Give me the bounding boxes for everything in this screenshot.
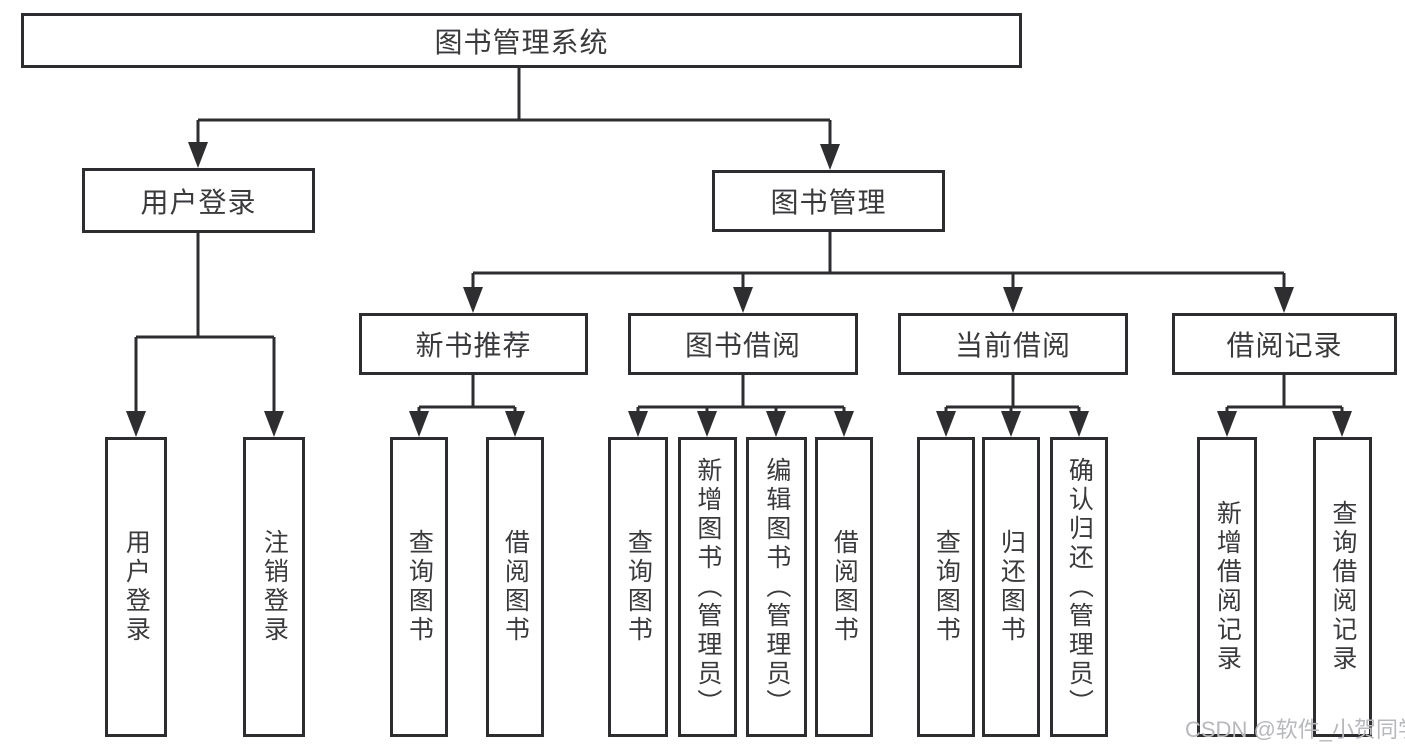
node-root: 图书管理系统 [21, 13, 1022, 68]
leaf-add-borrow-record-label: 新增借阅记录 [1213, 500, 1242, 674]
leaf-recommend-borrow-books-label: 借阅图书 [501, 529, 530, 645]
leaf-current-query-books-label: 查询图书 [932, 529, 961, 645]
leaf-return-books-label: 归还图书 [997, 529, 1026, 645]
leaf-edit-books-admin-label: 编辑图书（管理员） [762, 456, 791, 718]
leaf-user-login: 用户登录 [105, 437, 167, 737]
leaf-return-books: 归还图书 [982, 437, 1040, 737]
leaf-borrow-query-books-label: 查询图书 [624, 529, 653, 645]
leaf-borrow-query-books: 查询图书 [608, 437, 668, 737]
node-user-login-label: 用户登录 [140, 186, 257, 218]
leaf-recommend-query-books: 查询图书 [390, 437, 448, 737]
leaf-borrow-books: 借阅图书 [815, 437, 873, 737]
leaf-query-borrow-record: 查询借阅记录 [1313, 437, 1372, 737]
leaf-confirm-return-admin-label: 确认归还（管理员） [1065, 456, 1094, 718]
node-new-book-recommend: 新书推荐 [359, 313, 588, 375]
watermark: CSDN @软件_小贺同学 [1185, 717, 1405, 742]
node-current-borrow-label: 当前借阅 [954, 330, 1071, 361]
leaf-current-query-books: 查询图书 [917, 437, 975, 737]
leaf-edit-books-admin: 编辑图书（管理员） [746, 437, 807, 737]
leaf-logout-label: 注销登录 [260, 529, 289, 645]
leaf-recommend-borrow-books: 借阅图书 [486, 437, 544, 737]
node-book-borrow: 图书借阅 [628, 313, 858, 375]
leaf-confirm-return-admin: 确认归还（管理员） [1050, 437, 1108, 737]
leaf-add-books-admin: 新增图书（管理员） [678, 437, 737, 737]
node-book-borrow-label: 图书借阅 [684, 330, 801, 361]
leaf-recommend-query-books-label: 查询图书 [405, 529, 434, 645]
node-book-management: 图书管理 [712, 170, 945, 232]
node-new-book-recommend-label: 新书推荐 [415, 330, 532, 361]
leaf-add-borrow-record: 新增借阅记录 [1197, 437, 1257, 737]
leaf-user-login-label: 用户登录 [122, 529, 151, 645]
node-book-management-label: 图书管理 [770, 187, 887, 218]
leaf-add-books-admin-label: 新增图书（管理员） [693, 456, 722, 718]
node-current-borrow: 当前借阅 [898, 313, 1128, 375]
leaf-logout: 注销登录 [243, 437, 305, 737]
leaf-query-borrow-record-label: 查询借阅记录 [1328, 500, 1357, 674]
leaf-borrow-books-label: 借阅图书 [830, 529, 859, 645]
node-root-label: 图书管理系统 [434, 26, 609, 58]
node-borrow-records: 借阅记录 [1172, 313, 1397, 375]
node-borrow-records-label: 借阅记录 [1226, 330, 1343, 361]
node-user-login: 用户登录 [82, 168, 315, 233]
